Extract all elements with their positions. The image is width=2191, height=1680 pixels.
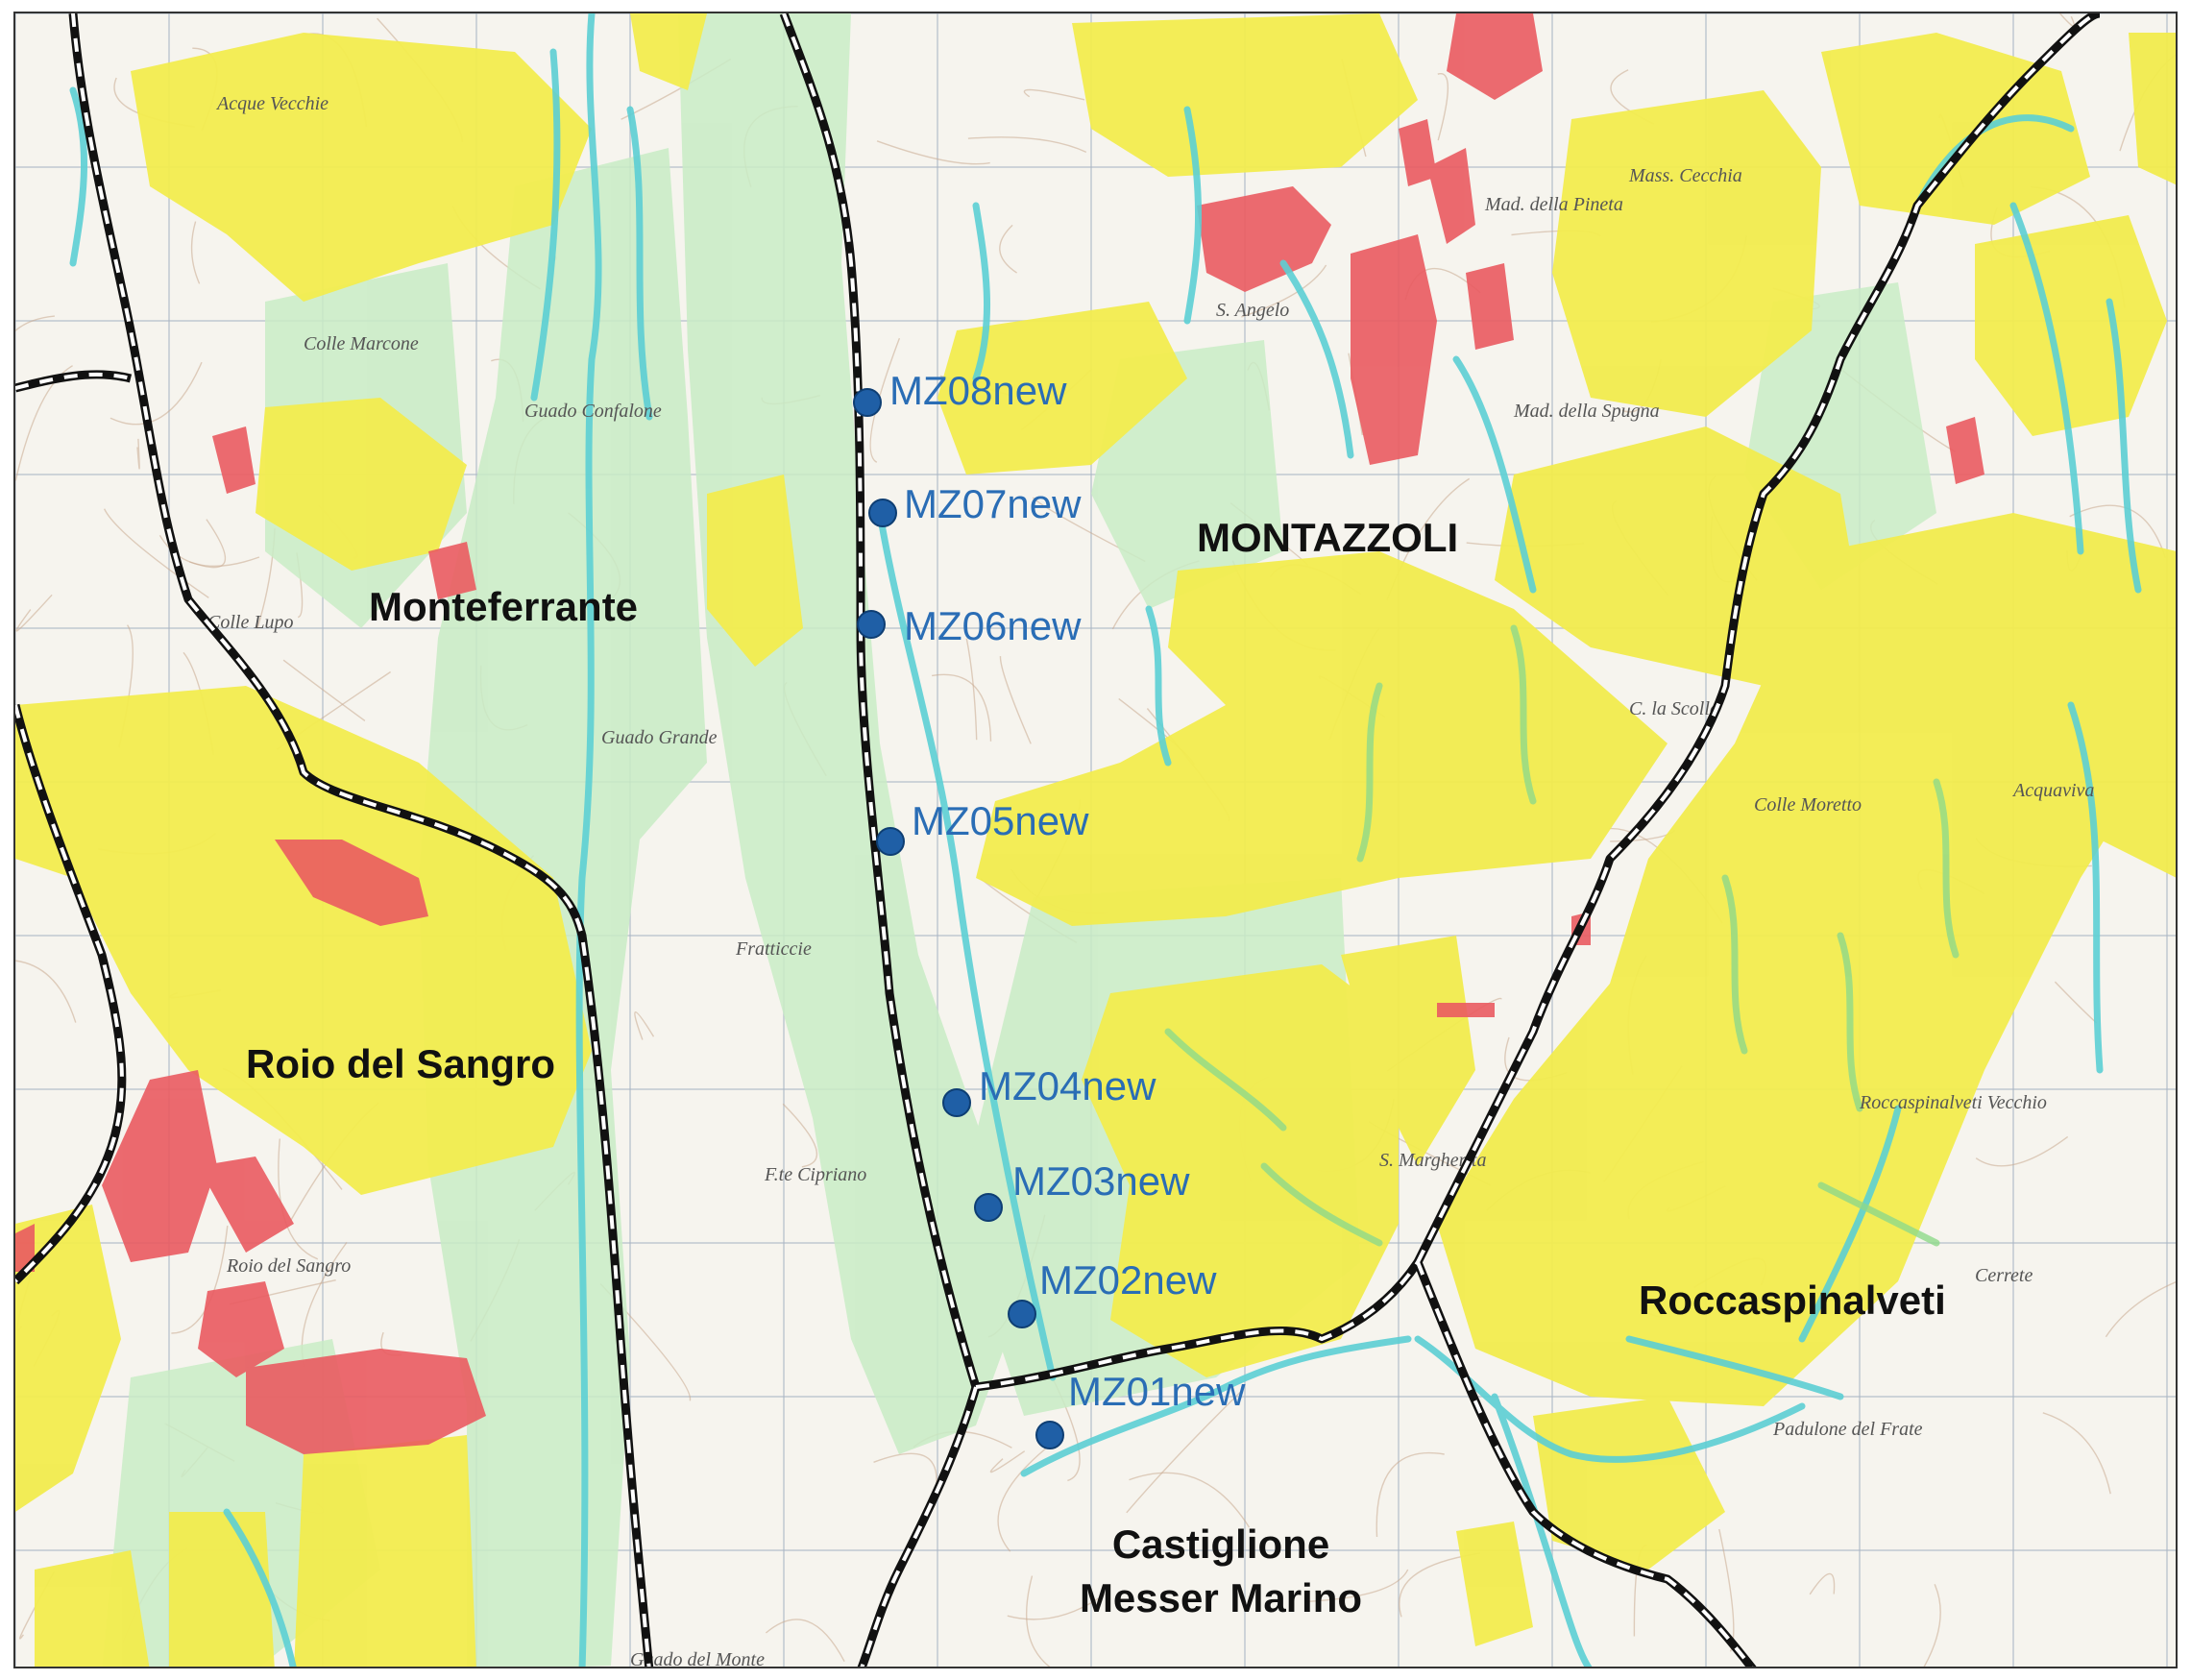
basemap-label: Colle Moretto bbox=[1754, 794, 1862, 816]
contour-line bbox=[965, 638, 978, 741]
station-mz02[interactable]: MZ02new bbox=[1008, 1257, 1217, 1328]
station-mz03[interactable]: MZ03new bbox=[974, 1158, 1190, 1222]
contour-line bbox=[1923, 1584, 1941, 1667]
contour-line bbox=[1023, 88, 1085, 101]
contour-line bbox=[110, 361, 203, 426]
contour-line bbox=[15, 960, 77, 1023]
station-marker[interactable] bbox=[857, 610, 886, 639]
station-marker[interactable] bbox=[876, 827, 905, 856]
contour-line bbox=[2105, 1281, 2176, 1338]
contour-line bbox=[136, 438, 140, 470]
basemap-label: Colle Marcone bbox=[304, 333, 419, 354]
contour-line bbox=[876, 140, 990, 165]
station-label: MZ07new bbox=[904, 481, 1082, 526]
stations[interactable]: MZ08new MZ07new MZ06new MZ05new MZ04new … bbox=[853, 368, 1246, 1449]
contour-line bbox=[2054, 981, 2098, 1024]
basemap-label: Padulone del Frate bbox=[1772, 1419, 1923, 1440]
contour-line bbox=[869, 337, 901, 463]
contour-line bbox=[15, 594, 53, 632]
basemap-label: Mass. Cecchia bbox=[1628, 165, 1742, 186]
station-label: MZ04new bbox=[979, 1063, 1156, 1108]
station-marker[interactable] bbox=[1035, 1421, 1064, 1449]
station-mz07[interactable]: MZ07new bbox=[868, 481, 1082, 527]
contour-line bbox=[1975, 1135, 2069, 1167]
basemap-label: Guado Confalone bbox=[524, 401, 662, 422]
station-mz06[interactable]: MZ06new bbox=[857, 603, 1082, 648]
town-label-montazzoli: MONTAZZOLI bbox=[1197, 515, 1458, 560]
basemap-label: Acque Vecchie bbox=[215, 93, 329, 114]
basemap-label: Fratticcie bbox=[735, 938, 812, 960]
contour-line bbox=[931, 673, 992, 742]
map-frame[interactable]: Acque Vecchie Colle Marcone Guado Confal… bbox=[13, 12, 2178, 1668]
contour-line bbox=[1304, 1569, 1409, 1603]
contour-line bbox=[989, 1450, 1026, 1473]
basemap-label: Guado del Monte bbox=[630, 1649, 765, 1668]
station-marker[interactable] bbox=[974, 1193, 1003, 1222]
contour-line bbox=[1025, 1575, 1051, 1667]
contour-line bbox=[782, 1103, 817, 1168]
basemap-label: Cerrete bbox=[1975, 1265, 2033, 1286]
station-label: MZ02new bbox=[1039, 1257, 1217, 1303]
basemap-label: C. la Scolla bbox=[1629, 698, 1719, 719]
green-strokes bbox=[1164, 624, 1960, 1247]
basemap-label: Roio del Sangro bbox=[226, 1255, 351, 1277]
basemap-label: Guado Grande bbox=[601, 727, 718, 748]
station-label: MZ08new bbox=[889, 368, 1067, 413]
contour-line bbox=[999, 224, 1017, 274]
station-label: MZ05new bbox=[912, 798, 1089, 843]
contour-line bbox=[190, 221, 201, 284]
contour-line bbox=[1437, 73, 1449, 141]
basemap-label: F.te Cipriano bbox=[764, 1164, 866, 1185]
town-label-roccaspinalveti: Roccaspinalveti bbox=[1639, 1278, 1946, 1323]
station-marker[interactable] bbox=[853, 388, 882, 417]
contour-line bbox=[15, 315, 55, 332]
contour-line bbox=[1809, 1572, 1836, 1595]
yellow-zones bbox=[15, 13, 2176, 1667]
contour-line bbox=[1007, 1594, 1105, 1620]
station-marker[interactable] bbox=[942, 1088, 971, 1117]
contour-line bbox=[103, 508, 209, 598]
basemap-label: Mad. della Spugna bbox=[1513, 401, 1660, 422]
basemap-label: S. Margherita bbox=[1379, 1150, 1486, 1171]
contour-line bbox=[1126, 1389, 1244, 1514]
station-mz08[interactable]: MZ08new bbox=[853, 368, 1067, 417]
station-label: MZ01new bbox=[1068, 1369, 1246, 1414]
station-mz04[interactable]: MZ04new bbox=[942, 1063, 1156, 1117]
contour-line bbox=[1375, 1452, 1445, 1538]
basemap-label: Colle Lupo bbox=[207, 612, 293, 633]
basemap-label: S. Angelo bbox=[1216, 300, 1289, 321]
contour-line bbox=[158, 534, 260, 568]
town-label-castiglione: Castiglione bbox=[1112, 1522, 1329, 1567]
station-label: MZ06new bbox=[904, 603, 1082, 648]
station-marker[interactable] bbox=[1008, 1300, 1036, 1328]
basemap-label: Roccaspinalveti Vecchio bbox=[1859, 1092, 2047, 1113]
contour-line bbox=[2042, 1412, 2111, 1495]
contour-line bbox=[997, 1444, 1051, 1552]
station-label: MZ03new bbox=[1012, 1158, 1190, 1204]
basemap-label: Mad. della Pineta bbox=[1484, 194, 1623, 215]
station-marker[interactable] bbox=[868, 499, 897, 527]
contour-line bbox=[967, 136, 1087, 154]
contour-line bbox=[1241, 264, 1327, 318]
contour-line bbox=[2058, 13, 2076, 27]
station-mz05[interactable]: MZ05new bbox=[876, 798, 1089, 856]
contour-line bbox=[999, 656, 1032, 744]
town-label-monteferrante: Monteferrante bbox=[369, 584, 638, 629]
map-canvas[interactable]: Acque Vecchie Colle Marcone Guado Confal… bbox=[15, 13, 2178, 1668]
contour-line bbox=[634, 1010, 655, 1040]
town-labels: Monteferrante MONTAZZOLI Roio del Sangro… bbox=[246, 515, 1946, 1620]
basemap-label: Acquaviva bbox=[2011, 780, 2094, 801]
town-label-messer-marino: Messer Marino bbox=[1080, 1575, 1362, 1620]
basemap-labels: Acque Vecchie Colle Marcone Guado Confal… bbox=[207, 93, 2094, 1668]
contour-line bbox=[15, 365, 73, 481]
contour-line bbox=[282, 659, 366, 721]
station-mz01[interactable]: MZ01new bbox=[1035, 1369, 1246, 1449]
contour-line bbox=[765, 1619, 845, 1663]
contour-line bbox=[1129, 1472, 1251, 1528]
red-zones bbox=[15, 13, 1984, 1454]
municipal-boundaries bbox=[15, 13, 2100, 1667]
town-label-roio-del-sangro: Roio del Sangro bbox=[246, 1041, 555, 1086]
